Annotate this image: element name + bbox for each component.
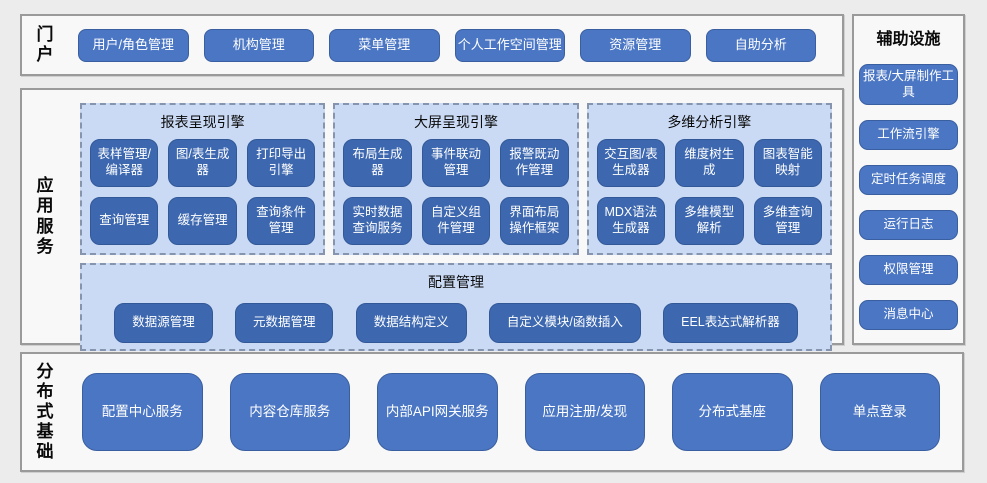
module-button-custom-component-mgmt[interactable]: 自定义组件管理 bbox=[421, 197, 491, 245]
module-button-query-condition-mgmt[interactable]: 查询条件管理 bbox=[246, 197, 316, 245]
module-button-smart-chart-mapping[interactable]: 图表智能映射 bbox=[753, 139, 822, 187]
portal-section-label: 门户 bbox=[36, 24, 54, 64]
config-mgmt-title: 配置管理 bbox=[428, 274, 484, 290]
report-engine-title: 报表呈现引擎 bbox=[160, 114, 245, 130]
bigscreen-engine-panel: 大屏呈现引擎 布局生成器 事件联动管理 报警既动作管理 实时数据查询服务 自定义… bbox=[333, 103, 579, 255]
config-button-row: 数据源管理 元数据管理 数据结构定义 自定义模块/函数插入 EEL表达式解析器 bbox=[92, 299, 820, 346]
bigscreen-engine-title: 大屏呈现引擎 bbox=[413, 114, 498, 130]
module-button-multidim-model-parser[interactable]: 多维模型解析 bbox=[675, 197, 744, 245]
app-services-section-label: 应用服务 bbox=[36, 176, 54, 256]
app-services-content: 报表呈现引擎 表样管理/编译器 图/表生成器 打印导出引擎 查询管理 缓存管理 … bbox=[80, 103, 832, 351]
aux-button-run-log[interactable]: 运行日志 bbox=[859, 210, 958, 241]
olap-engine-grid: 交互图/表生成器 维度树生成 图表智能映射 MDX语法生成器 多维模型解析 多维… bbox=[596, 139, 822, 245]
infra-button-config-center-service[interactable]: 配置中心服务 bbox=[82, 373, 203, 451]
app-services-section: 应用服务 报表呈现引擎 表样管理/编译器 图/表生成器 打印导出引擎 查询管理 … bbox=[20, 88, 844, 351]
portal-button-row: 用户/角色管理 机构管理 菜单管理 个人工作空间管理 资源管理 自助分析 bbox=[78, 28, 816, 62]
module-button-query-mgmt[interactable]: 查询管理 bbox=[90, 197, 159, 245]
auxiliary-section-title: 辅助设施 bbox=[876, 31, 941, 48]
module-button-event-linkage-mgmt[interactable]: 事件联动管理 bbox=[421, 139, 491, 187]
module-button-interactive-chart-generator[interactable]: 交互图/表生成器 bbox=[596, 139, 666, 187]
report-engine-panel: 报表呈现引擎 表样管理/编译器 图/表生成器 打印导出引擎 查询管理 缓存管理 … bbox=[80, 103, 326, 255]
config-button-metadata-mgmt[interactable]: 元数据管理 bbox=[234, 302, 334, 343]
infra-button-single-sign-on[interactable]: 单点登录 bbox=[819, 373, 940, 451]
engine-panels-row: 报表呈现引擎 表样管理/编译器 图/表生成器 打印导出引擎 查询管理 缓存管理 … bbox=[80, 103, 832, 255]
config-button-data-structure-def[interactable]: 数据结构定义 bbox=[355, 302, 467, 343]
module-button-multidim-query-mgmt[interactable]: 多维查询管理 bbox=[753, 197, 822, 245]
portal-button-menu-mgmt[interactable]: 菜单管理 bbox=[329, 28, 440, 62]
aux-button-scheduled-task[interactable]: 定时任务调度 bbox=[859, 165, 958, 196]
olap-engine-title: 多维分析引擎 bbox=[667, 114, 752, 130]
olap-engine-panel: 多维分析引擎 交互图/表生成器 维度树生成 图表智能映射 MDX语法生成器 多维… bbox=[586, 103, 832, 255]
portal-button-org-mgmt[interactable]: 机构管理 bbox=[203, 28, 314, 62]
portal-button-user-role-mgmt[interactable]: 用户/角色管理 bbox=[78, 28, 189, 62]
module-button-table-style-compiler[interactable]: 表样管理/编译器 bbox=[90, 139, 159, 187]
config-button-datasource-mgmt[interactable]: 数据源管理 bbox=[114, 302, 213, 343]
auxiliary-section: 辅助设施 报表/大屏制作工具 工作流引擎 定时任务调度 运行日志 权限管理 消息… bbox=[852, 14, 965, 345]
infrastructure-section: 分布式基础 配置中心服务 内容仓库服务 内部API网关服务 应用注册/发现 分布… bbox=[20, 352, 964, 472]
report-engine-grid: 表样管理/编译器 图/表生成器 打印导出引擎 查询管理 缓存管理 查询条件管理 bbox=[90, 139, 316, 245]
module-button-ui-layout-framework[interactable]: 界面布局操作框架 bbox=[500, 197, 569, 245]
portal-button-resource-mgmt[interactable]: 资源管理 bbox=[580, 28, 691, 62]
portal-button-self-analysis[interactable]: 自助分析 bbox=[705, 28, 816, 62]
module-button-alarm-action-mgmt[interactable]: 报警既动作管理 bbox=[500, 139, 569, 187]
infra-button-content-repo-service[interactable]: 内容仓库服务 bbox=[229, 373, 350, 451]
config-mgmt-panel: 配置管理 数据源管理 元数据管理 数据结构定义 自定义模块/函数插入 EEL表达… bbox=[80, 263, 832, 351]
config-button-eel-expression-parser[interactable]: EEL表达式解析器 bbox=[663, 302, 798, 343]
infra-button-distributed-base[interactable]: 分布式基座 bbox=[672, 373, 793, 451]
infrastructure-section-label: 分布式基础 bbox=[36, 361, 54, 462]
module-button-layout-generator[interactable]: 布局生成器 bbox=[343, 139, 412, 187]
module-button-mdx-generator[interactable]: MDX语法生成器 bbox=[596, 197, 666, 245]
infra-button-internal-api-gateway[interactable]: 内部API网关服务 bbox=[377, 373, 498, 451]
bigscreen-engine-grid: 布局生成器 事件联动管理 报警既动作管理 实时数据查询服务 自定义组件管理 界面… bbox=[343, 139, 569, 245]
infrastructure-button-row: 配置中心服务 内容仓库服务 内部API网关服务 应用注册/发现 分布式基座 单点… bbox=[82, 373, 940, 451]
module-button-cache-mgmt[interactable]: 缓存管理 bbox=[168, 197, 237, 245]
config-button-custom-module-function[interactable]: 自定义模块/函数插入 bbox=[488, 302, 641, 343]
module-button-dimension-tree[interactable]: 维度树生成 bbox=[675, 139, 744, 187]
aux-button-permission-mgmt[interactable]: 权限管理 bbox=[859, 255, 958, 286]
module-button-chart-generator[interactable]: 图/表生成器 bbox=[168, 139, 237, 187]
aux-button-report-bigscreen-tools[interactable]: 报表/大屏制作工具 bbox=[859, 64, 958, 106]
module-button-print-export-engine[interactable]: 打印导出引擎 bbox=[246, 139, 316, 187]
portal-section: 门户 用户/角色管理 机构管理 菜单管理 个人工作空间管理 资源管理 自助分析 bbox=[20, 14, 844, 76]
infra-button-app-registry-discovery[interactable]: 应用注册/发现 bbox=[524, 373, 645, 451]
portal-button-workspace-mgmt[interactable]: 个人工作空间管理 bbox=[454, 28, 565, 62]
aux-button-workflow-engine[interactable]: 工作流引擎 bbox=[859, 120, 958, 151]
aux-button-message-center[interactable]: 消息中心 bbox=[859, 300, 958, 331]
module-button-realtime-query-service[interactable]: 实时数据查询服务 bbox=[343, 197, 412, 245]
